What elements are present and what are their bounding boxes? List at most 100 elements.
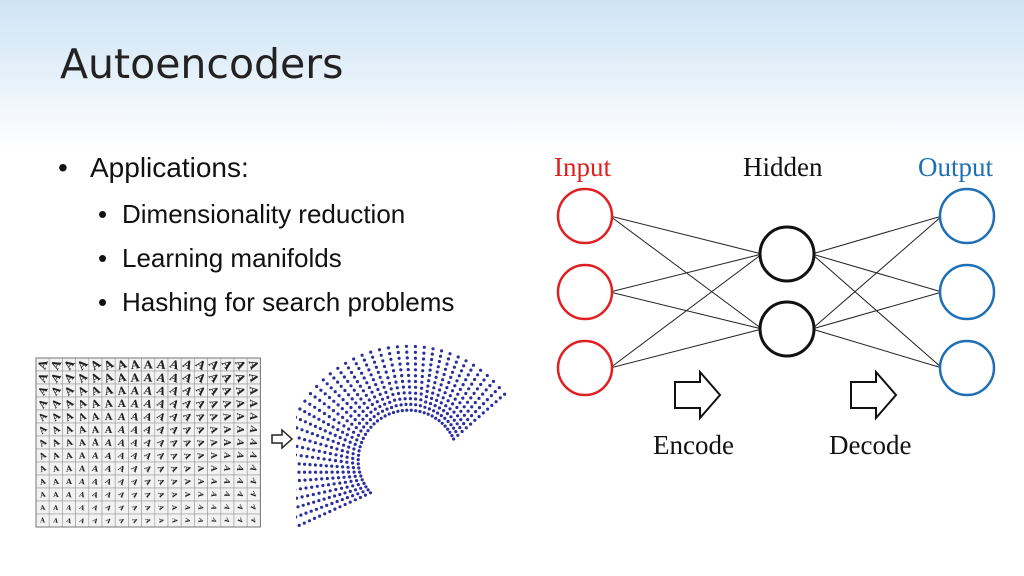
manifold-point	[368, 491, 373, 495]
manifold-point	[393, 374, 397, 378]
decode-arrow-icon	[850, 369, 898, 421]
manifold-point	[346, 366, 351, 370]
sprite-glyph: A	[116, 516, 125, 525]
sprite-glyph: A	[51, 477, 59, 487]
manifold-point	[311, 492, 315, 497]
manifold-point	[382, 385, 386, 389]
sprite-glyph: A	[90, 411, 101, 424]
sprite-glyph: A	[130, 516, 139, 525]
manifold-point	[336, 428, 340, 432]
manifold-point	[346, 379, 350, 383]
manifold-point	[339, 454, 344, 458]
manifold-point	[449, 415, 453, 419]
bullet-marker: •	[98, 243, 108, 273]
sprite-glyph: A	[52, 490, 59, 499]
manifold-scatter	[296, 344, 507, 527]
sprite-glyph: A	[235, 502, 246, 512]
encoder-edge	[609, 328, 763, 369]
sprite-glyph: A	[116, 437, 127, 449]
manifold-point	[464, 426, 468, 430]
manifold-point	[379, 416, 383, 420]
manifold-point	[333, 433, 337, 437]
sprite-glyph: A	[233, 384, 247, 397]
manifold-point	[298, 407, 302, 411]
manifold-point	[387, 412, 391, 416]
manifold-point	[481, 402, 486, 406]
manifold-point	[318, 398, 322, 402]
sprite-glyph: A	[103, 502, 113, 513]
manifold-point	[336, 403, 340, 407]
manifold-point	[306, 447, 310, 451]
manifold-point	[493, 390, 497, 394]
manifold-point	[448, 430, 452, 434]
manifold-point	[430, 396, 434, 400]
manifold-point	[400, 409, 404, 413]
manifold-point	[317, 417, 321, 421]
manifold-point	[321, 378, 325, 382]
sprite-glyph: A	[183, 517, 191, 524]
manifold-point	[473, 401, 477, 405]
manifold-point	[317, 499, 321, 503]
manifold-point	[345, 455, 349, 459]
bullet-main: • Applications:	[58, 148, 454, 192]
decoder-edge	[811, 328, 943, 369]
manifold-point	[446, 419, 450, 424]
manifold-point	[316, 456, 320, 460]
manifold-point	[413, 356, 417, 360]
manifold-point	[339, 486, 344, 490]
manifold-point	[320, 477, 324, 481]
manifold-point	[367, 385, 371, 390]
bullet-sub-text: Dimensionality reduction	[122, 199, 406, 229]
manifold-point	[327, 495, 331, 500]
sprite-glyph: A	[247, 424, 260, 435]
sprite-glyph: A	[117, 398, 127, 410]
sprite-glyph: A	[234, 425, 245, 435]
manifold-point	[358, 470, 362, 474]
manifold-point	[311, 455, 315, 459]
sprite-glyph: A	[116, 412, 126, 424]
manifold-point	[322, 411, 326, 416]
manifold-point	[395, 345, 399, 349]
manifold-point	[448, 394, 452, 398]
manifold-point	[475, 387, 479, 391]
manifold-point	[458, 401, 462, 405]
sprite-glyph: A	[248, 476, 259, 487]
manifold-point	[338, 481, 342, 485]
sprite-glyph: A	[209, 516, 218, 525]
manifold-point	[497, 386, 501, 390]
manifold-point	[347, 427, 351, 431]
manifold-point	[336, 470, 340, 474]
manifold-point	[385, 407, 389, 411]
decoder-edge	[811, 291, 943, 330]
sprite-glyph: A	[65, 477, 72, 486]
manifold-point	[315, 484, 319, 488]
manifold-point	[296, 515, 298, 519]
manifold-point	[458, 387, 462, 391]
manifold-point	[466, 418, 470, 422]
manifold-point	[352, 375, 357, 379]
manifold-point	[462, 413, 466, 417]
sprite-glyph: A	[143, 358, 154, 372]
sprite-glyph: A	[209, 451, 219, 460]
sprite-glyph: A	[142, 463, 154, 475]
manifold-point	[455, 405, 459, 410]
manifold-point	[331, 425, 335, 429]
manifold-point	[323, 429, 327, 433]
manifold-point	[390, 405, 394, 410]
sprite-glyph: A	[157, 517, 165, 524]
manifold-point	[358, 445, 362, 449]
manifold-point	[303, 420, 307, 424]
sprite-glyph: A	[220, 411, 233, 422]
manifold-point	[337, 421, 341, 425]
manifold-point	[399, 403, 403, 407]
manifold-point	[406, 362, 410, 366]
manifold-point	[318, 514, 322, 518]
sprite-glyph: A	[222, 489, 233, 499]
sprite-glyph: A	[129, 503, 140, 513]
manifold-point	[351, 452, 355, 456]
sprite-glyph: A	[196, 516, 205, 524]
sprite-glyph: A	[64, 438, 75, 450]
manifold-point	[353, 488, 358, 492]
sprite-glyph: A	[196, 490, 206, 498]
